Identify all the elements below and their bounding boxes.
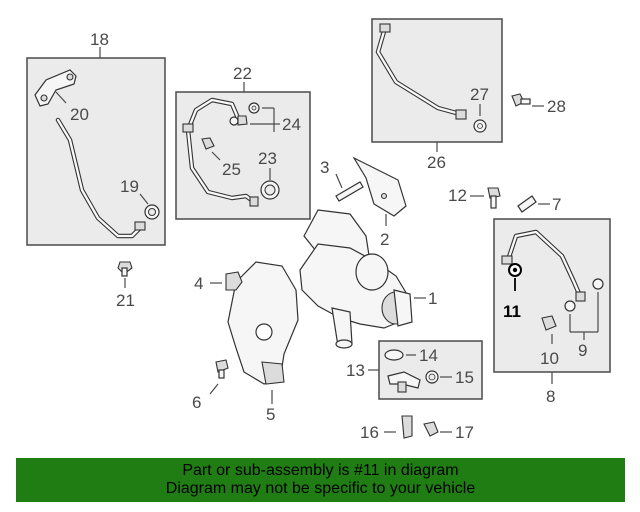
group-box-8: 8 11 10 9 <box>493 218 611 406</box>
bolt-17: 17 <box>423 421 474 442</box>
callout-17: 17 <box>455 423 474 442</box>
group-box-13: 13 14 15 <box>346 340 483 400</box>
bolt-21: 21 <box>116 261 135 310</box>
callout-6: 6 <box>192 393 201 412</box>
nut-4: 4 <box>194 271 243 293</box>
bolt-6: 6 <box>192 359 229 412</box>
callout-25: 25 <box>222 160 241 179</box>
callout-20: 20 <box>70 105 89 124</box>
group-box-26: 26 27 <box>371 18 503 172</box>
washer-11[interactable]: 11 <box>503 263 522 321</box>
bolt-12: 12 <box>448 186 501 209</box>
notice-line-1: Part or sub-assembly is #11 in diagram <box>182 462 459 479</box>
callout-8: 8 <box>546 387 555 406</box>
exhaust-manifold-5: 5 <box>227 261 299 424</box>
heat-shield-2: 2 <box>352 156 407 249</box>
bolt-16: 16 <box>360 415 413 442</box>
turbocharger-1: 1 <box>299 209 437 349</box>
stud-3: 3 <box>320 158 364 202</box>
callout-9: 9 <box>578 341 587 360</box>
callout-19: 19 <box>120 177 139 196</box>
callout-11: 11 <box>503 302 521 321</box>
callout-24: 24 <box>282 115 301 134</box>
callout-5: 5 <box>266 405 275 424</box>
callout-15: 15 <box>455 368 474 387</box>
notice-banner: Part or sub-assembly is #11 in diagram D… <box>16 458 625 502</box>
callout-21: 21 <box>116 291 135 310</box>
callout-18: 18 <box>90 30 109 49</box>
notice-line-2: Diagram may not be specific to your vehi… <box>165 480 476 497</box>
callout-23: 23 <box>258 149 277 168</box>
group-box-22: 22 24 25 23 <box>175 64 311 220</box>
callout-12: 12 <box>448 186 467 205</box>
callout-7: 7 <box>552 195 561 214</box>
callout-22: 22 <box>233 64 252 83</box>
callout-1: 1 <box>428 289 437 308</box>
callout-28: 28 <box>547 97 566 116</box>
callout-3: 3 <box>320 158 329 177</box>
callout-4: 4 <box>194 274 203 293</box>
group-box-18: 18 19 20 <box>26 30 166 246</box>
callout-27: 27 <box>470 85 489 104</box>
callout-10: 10 <box>540 349 559 368</box>
callout-13: 13 <box>346 361 365 380</box>
callout-2: 2 <box>380 230 389 249</box>
stud-7: 7 <box>517 195 561 214</box>
callout-16: 16 <box>360 423 379 442</box>
callout-26: 26 <box>427 153 446 172</box>
parts-diagram: 18 19 20 21 22 <box>26 18 611 442</box>
callout-14: 14 <box>419 346 438 365</box>
bolt-28: 28 <box>511 93 566 116</box>
